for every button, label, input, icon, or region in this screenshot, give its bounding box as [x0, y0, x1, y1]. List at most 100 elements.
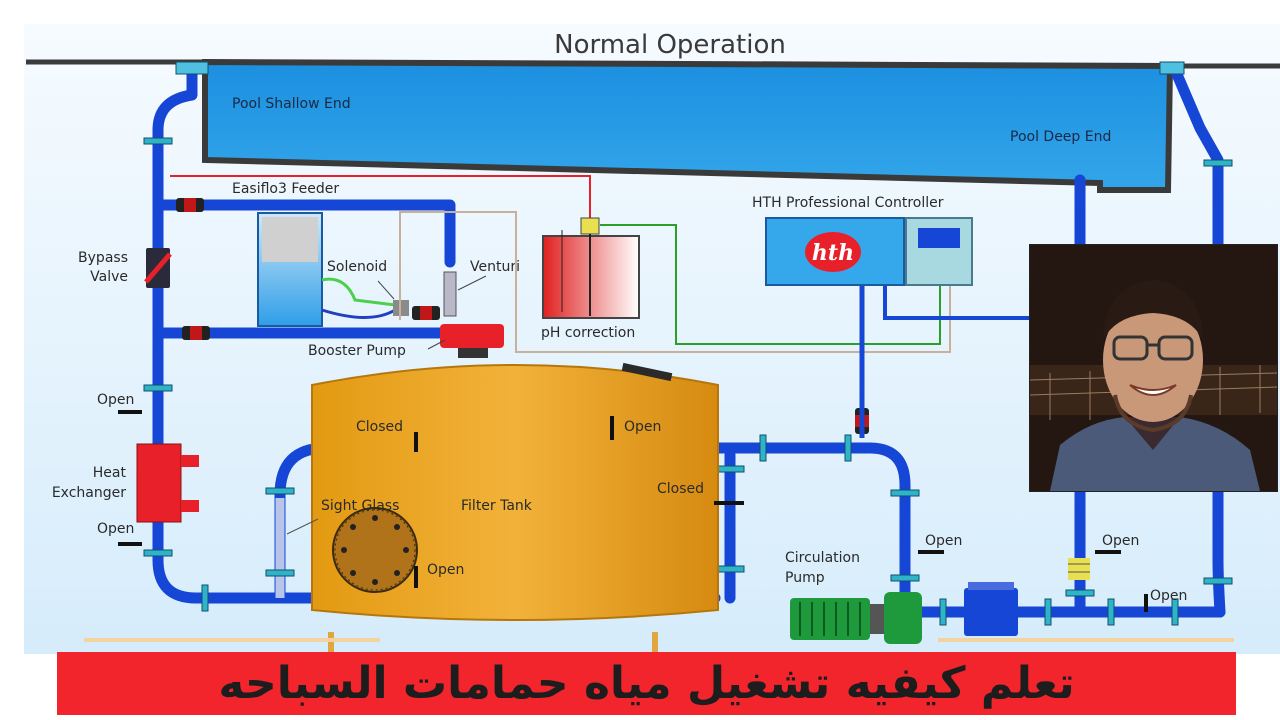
coupling [201, 584, 209, 612]
bypass-valve: Bypass Valve [78, 248, 172, 288]
webcam-overlay [1029, 244, 1278, 492]
coupling [265, 487, 295, 495]
diagram-title: Normal Operation [554, 30, 786, 60]
coupling [1107, 598, 1115, 626]
solenoid-line [321, 277, 396, 307]
porthole-rim [334, 509, 416, 591]
valve-label: Valve [90, 269, 128, 285]
presenter-photo [1030, 245, 1277, 491]
coupling [143, 549, 173, 557]
coupling [1044, 598, 1052, 626]
tank-lid-handle [621, 362, 673, 382]
pool-deep-label: Pool Deep End [1010, 129, 1111, 145]
coupling [1203, 159, 1233, 167]
pump-volute [884, 592, 922, 644]
label-open-return: Open [1150, 588, 1187, 604]
control-lines [170, 175, 1030, 438]
coupling [844, 434, 852, 462]
feeder-return-line [321, 308, 396, 319]
skimmer-fitting [175, 61, 209, 75]
controller-label: HTH Professional Controller [752, 195, 944, 211]
arabic-caption: تعلم كيفيه تشغيل مياه حمامات السباحه [218, 658, 1075, 709]
circulation-label: Circulation [785, 550, 860, 566]
bypass-label: Bypass [78, 250, 128, 266]
hth-logo-badge [805, 232, 861, 272]
sight-glass [332, 507, 418, 593]
solenoid-label: Solenoid [327, 259, 387, 275]
coupling [143, 137, 173, 145]
check-valve-booster-core [190, 326, 202, 340]
filter-tank-label: Filter Tank [461, 498, 533, 514]
heat-label: Heat [93, 465, 127, 481]
tank-leg [328, 632, 334, 654]
venturi-body [443, 271, 457, 317]
venturi: Venturi [443, 259, 520, 317]
venturi-label: Venturi [470, 259, 520, 275]
controller-display-screen [918, 228, 960, 248]
ph-correction: pH correction [541, 217, 640, 341]
booster-label: Booster Pump [308, 343, 406, 359]
motor-fins [799, 602, 861, 636]
label-open-lower-left: Open [97, 521, 134, 537]
solenoid-pointer [377, 280, 395, 300]
label-open-pump: Open [925, 533, 962, 549]
exchanger-label: Exchanger [52, 485, 126, 501]
heat-exchanger: Heat Exchanger [52, 443, 199, 523]
porthole-bolts [341, 515, 409, 585]
label-closed-right: Closed [657, 481, 704, 497]
coupling [890, 574, 920, 582]
coupling [143, 384, 173, 392]
filter-tank: Filter Tank Sight Glass [286, 362, 719, 654]
valve-handles [118, 410, 1148, 612]
ph-label: pH correction [541, 325, 635, 341]
check-valve-venturi-core [420, 306, 432, 320]
pipe-left-riser [152, 66, 278, 604]
coupling [1171, 598, 1179, 626]
ph-pump-head [580, 217, 600, 235]
pump-motor [790, 598, 870, 640]
booster-pump-body [440, 324, 504, 348]
coupling [1065, 589, 1095, 597]
coupling [715, 465, 745, 473]
pool-shallow-label: Pool Shallow End [232, 96, 351, 112]
tank-leg [652, 632, 658, 654]
coupling [939, 598, 947, 626]
controller-return-line [883, 285, 1030, 320]
pump-coupling [870, 604, 884, 634]
check-valves [176, 198, 869, 434]
label-open-upper-left: Open [97, 392, 134, 408]
heat-exchanger-body [136, 443, 182, 523]
hth-logo: hth [812, 240, 854, 266]
check-valve-feeder-core [184, 198, 196, 212]
sight-glass-pointer [286, 518, 319, 535]
coupling [890, 489, 920, 497]
heat-exchanger-port [181, 500, 199, 512]
label-open-drain: Open [1102, 533, 1139, 549]
heat-exchanger-port [181, 455, 199, 467]
easiflo-feeder: Easiflo3 Feeder Solenoid [232, 181, 409, 327]
ph-dosing-line [170, 175, 591, 222]
booster-pump: Booster Pump [308, 324, 504, 359]
strainer-lid [968, 582, 1014, 590]
caption-bar: تعلم كيفيه تشغيل مياه حمامات السباحه [57, 652, 1236, 715]
coupling [759, 434, 767, 462]
caption-accent-left [84, 638, 380, 642]
circulation-pump: Circulation Pump [785, 550, 1018, 644]
pipe-feeder-branch [152, 199, 456, 268]
sight-glass-label: Sight Glass [321, 498, 399, 514]
sample-line [399, 211, 951, 353]
booster-pointer [427, 339, 446, 350]
flow-sensor [1068, 558, 1090, 580]
booster-pump-base [458, 348, 488, 358]
hth-controller: HTH Professional Controller hth [752, 195, 973, 286]
venturi-pointer [457, 275, 487, 291]
coupling [1203, 577, 1233, 585]
coupling [715, 565, 745, 573]
caption-accent-right [938, 638, 1234, 642]
coupling [265, 569, 295, 577]
return-fitting [1159, 61, 1185, 75]
bypass-valve-indicator [144, 252, 172, 284]
feeder-label: Easiflo3 Feeder [232, 181, 339, 197]
label-open-bottom: Open [427, 562, 464, 578]
